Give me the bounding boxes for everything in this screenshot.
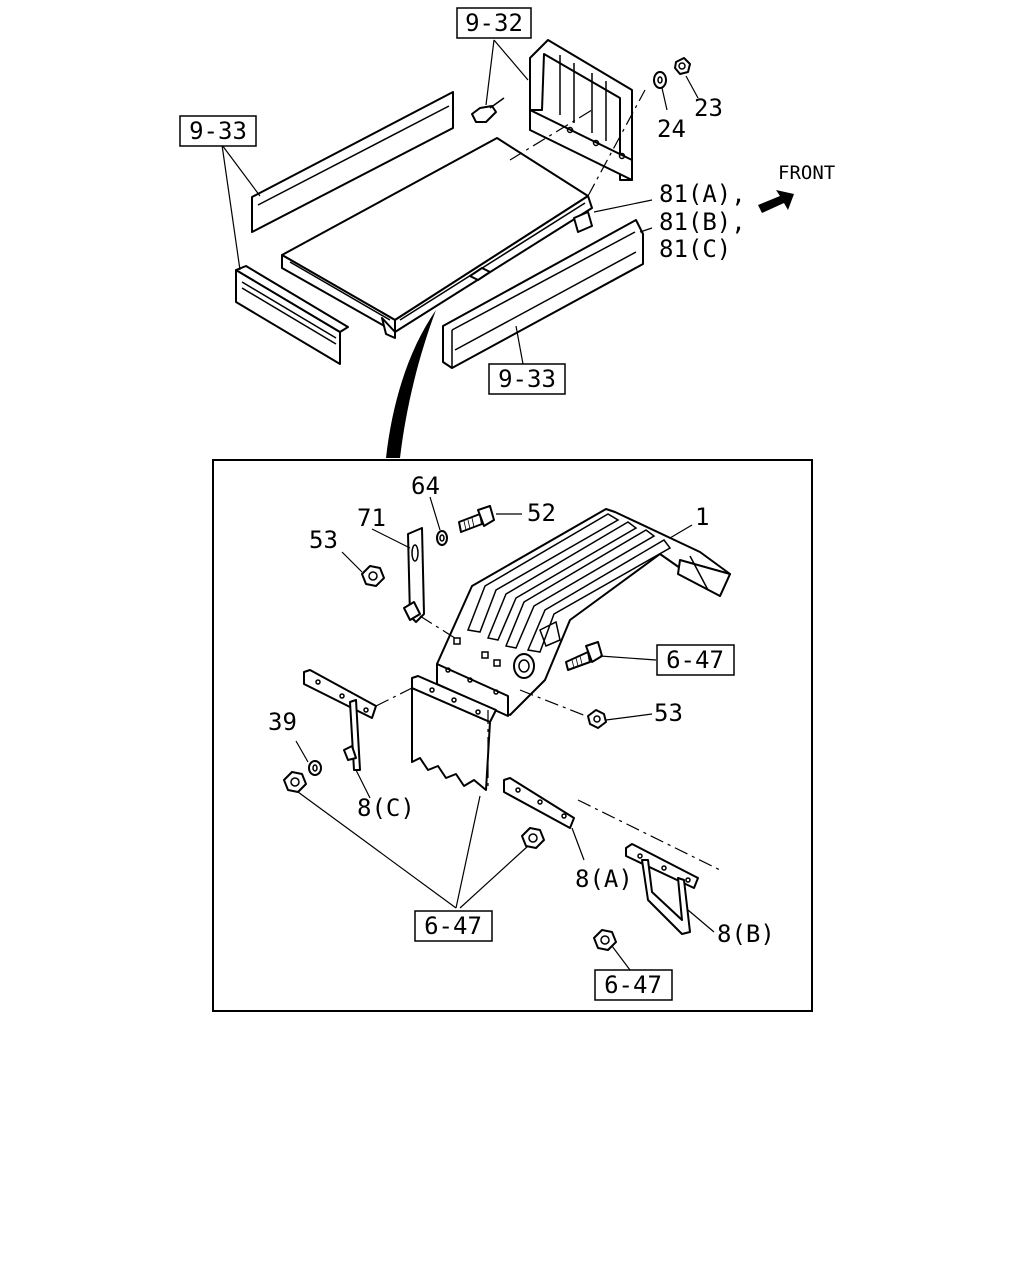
nut-53-mid bbox=[587, 709, 607, 729]
cargo-deck bbox=[281, 137, 593, 339]
bracket-8b bbox=[625, 843, 699, 935]
mud-flap bbox=[411, 675, 497, 791]
callout-8c: 8(C) bbox=[357, 794, 415, 822]
leaders-upper bbox=[221, 39, 699, 365]
side-panel-right-lower bbox=[442, 219, 644, 369]
detail-frame bbox=[212, 459, 813, 1012]
bolt-headboard bbox=[471, 97, 505, 123]
callout-24: 24 bbox=[657, 115, 686, 143]
side-panel-left-upper bbox=[251, 91, 454, 233]
callout-64: 64 bbox=[411, 472, 440, 500]
nut-left bbox=[283, 771, 307, 793]
fender-1 bbox=[436, 508, 731, 717]
tailgate-panel bbox=[235, 265, 349, 365]
nut-bottom-right bbox=[593, 929, 617, 951]
svg-text:9-32: 9-32 bbox=[465, 9, 523, 37]
headboard-frame bbox=[529, 39, 633, 181]
callout-53-top: 53 bbox=[309, 526, 338, 554]
bracket-8a bbox=[503, 777, 575, 829]
bracket-8c bbox=[303, 669, 377, 771]
callout-1: 1 bbox=[695, 503, 709, 531]
callout-53-mid: 53 bbox=[654, 699, 683, 727]
front-label: FRONT bbox=[778, 162, 835, 184]
nut-53-top bbox=[361, 565, 385, 587]
bolt-fender bbox=[565, 641, 603, 671]
svg-text:6-47: 6-47 bbox=[424, 912, 482, 940]
washer-39 bbox=[308, 760, 322, 776]
callout-71: 71 bbox=[357, 504, 386, 532]
ref-box-6-47-fender: 6-47 bbox=[656, 644, 735, 676]
ref-box-9-33-left: 9-33 bbox=[179, 115, 257, 147]
bolt-52 bbox=[458, 505, 495, 533]
detail-connector-arrow bbox=[386, 310, 436, 458]
callout-52: 52 bbox=[527, 499, 556, 527]
callout-8b: 8(B) bbox=[717, 920, 775, 948]
ref-box-6-47-right: 6-47 bbox=[594, 969, 673, 1001]
bracket-71 bbox=[403, 527, 459, 641]
svg-text:9-33: 9-33 bbox=[189, 117, 247, 145]
svg-text:6-47: 6-47 bbox=[604, 971, 662, 999]
ref-box-9-33-bottom: 9-33 bbox=[488, 363, 566, 395]
callout-81a: 81(A), bbox=[659, 180, 746, 208]
washer-24 bbox=[653, 71, 667, 89]
leaders-detail bbox=[295, 496, 715, 971]
nut-center bbox=[521, 827, 545, 849]
ref-box-9-32: 9-32 bbox=[456, 7, 532, 39]
callout-81b: 81(B), bbox=[659, 208, 746, 236]
svg-text:6-47: 6-47 bbox=[666, 646, 724, 674]
svg-text:9-33: 9-33 bbox=[498, 365, 556, 393]
front-arrow-icon bbox=[758, 190, 794, 213]
callout-23: 23 bbox=[694, 94, 723, 122]
nut-23 bbox=[674, 57, 691, 75]
callout-8a: 8(A) bbox=[575, 865, 633, 893]
ref-box-6-47-center: 6-47 bbox=[414, 910, 493, 942]
callout-39: 39 bbox=[268, 708, 297, 736]
callout-81c: 81(C) bbox=[659, 235, 731, 263]
washer-64 bbox=[436, 530, 448, 546]
